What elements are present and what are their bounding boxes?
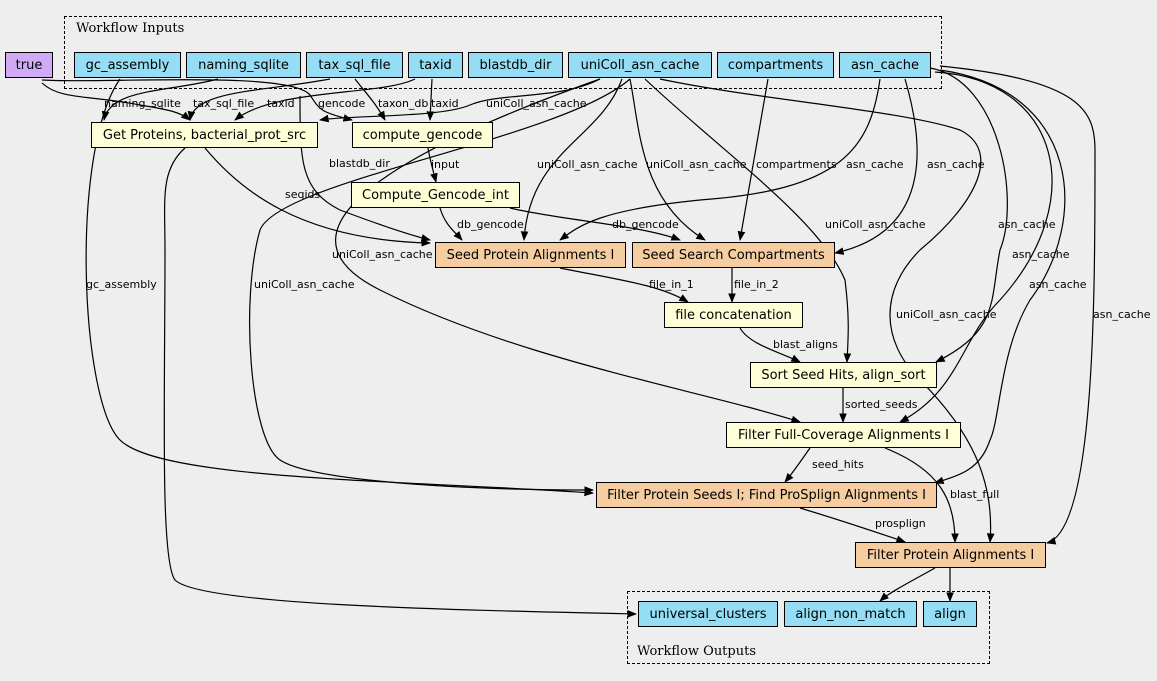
edge-gencode [41, 79, 353, 122]
edge-label-blast-aligns: blast_aligns [773, 338, 838, 351]
edge-blast-aligns [739, 327, 801, 363]
edge-asn-cache-seed-protein [559, 78, 881, 241]
node-file-concatenation[interactable]: file concatenation [664, 302, 803, 328]
edge-unicoll-filter-seeds [249, 78, 631, 494]
edge-label-unicoll-7: uniColl_asn_cache [896, 308, 997, 321]
edge-label-unicoll-2: uniColl_asn_cache [537, 158, 638, 171]
edge-to-align-non-match [879, 567, 936, 602]
edge-label-taxid-2: taxid [431, 97, 459, 110]
node-align[interactable]: align [923, 601, 977, 627]
node-unicoll-asn-cache[interactable]: uniColl_asn_cache [568, 52, 712, 78]
node-seed-search-compartments[interactable]: Seed Search Compartments [632, 242, 835, 268]
edge-unicoll-seed-search [629, 78, 706, 241]
edge-label-sorted-seeds: sorted_seeds [845, 398, 918, 411]
edge-label-asn-cache-4: asn_cache [1012, 248, 1070, 261]
edge-label-taxid-1: taxid [267, 97, 295, 110]
edge-label-db-gencode-2: db_gencode [612, 218, 679, 231]
edge-label-unicoll-3: uniColl_asn_cache [646, 158, 747, 171]
edge-taxid-get-proteins [234, 78, 416, 121]
edge-unicoll-filter-align [659, 78, 995, 543]
node-seed-protein-alignments[interactable]: Seed Protein Alignments I [435, 242, 626, 268]
edge-label-unicoll-6: uniColl_asn_cache [254, 278, 355, 291]
node-filter-full-coverage[interactable]: Filter Full-Coverage Alignments I [726, 422, 961, 448]
edge-label-naming-sqlite: naming_sqlite [104, 97, 181, 110]
node-align-non-match[interactable]: align_non_match [784, 601, 917, 627]
edge-label-asn-cache-1: asn_cache [846, 158, 904, 171]
edge-label-seqids: seqids [285, 188, 321, 201]
edge-label-asn-cache-6: asn_cache [1093, 308, 1151, 321]
edge-asn-cache-filter-align [939, 65, 1096, 545]
node-filter-protein-alignments[interactable]: Filter Protein Alignments I [855, 542, 1046, 568]
edge-naming-sqlite [101, 78, 219, 121]
node-compartments[interactable]: compartments [717, 52, 834, 78]
edge-asn-cache-sort [929, 67, 1008, 363]
edge-label-input: input [431, 158, 460, 171]
node-tax-sql-file[interactable]: tax_sql_file [306, 52, 403, 78]
edge-label-prosplign: prosplign [875, 517, 926, 530]
edge-label-gencode: gencode [318, 97, 366, 110]
edge-label-unicoll-5: uniColl_asn_cache [332, 248, 433, 261]
edge-db-gencode-2 [509, 207, 681, 241]
node-get-proteins[interactable]: Get Proteins, bacterial_prot_src [91, 122, 318, 148]
edge-db-gencode-1 [439, 207, 463, 241]
workflow-outputs-label: Workflow Outputs [637, 644, 756, 659]
edge-label-tax-sql-file: tax_sql_file [193, 97, 255, 110]
edge-seed-hits [784, 447, 811, 483]
edge-to-universal-clusters [163, 147, 637, 618]
node-filter-protein-seeds[interactable]: Filter Protein Seeds I; Find ProSplign A… [596, 482, 937, 508]
node-gc-assembly[interactable]: gc_assembly [74, 52, 181, 78]
edge-tax-sql-file [187, 78, 331, 121]
edge-label-unicoll-1: uniColl_asn_cache [486, 97, 587, 110]
edge-label-seed-hits: seed_hits [812, 458, 864, 471]
node-universal-clusters[interactable]: universal_clusters [638, 601, 778, 627]
edge-label-file-in-2: file_in_2 [734, 278, 779, 291]
edge-label-asn-cache-5: asn_cache [1029, 278, 1087, 291]
edge-true-to-get-proteins [41, 82, 191, 121]
edge-unicoll-seed-protein [520, 78, 623, 241]
edge-label-blastdb-dir: blastdb_dir [329, 157, 390, 170]
edge-file-in-1 [559, 267, 689, 303]
edge-label-db-gencode-1: db_gencode [457, 218, 524, 231]
edge-asn-cache-filter-seeds [934, 69, 1066, 485]
edge-prosplign [799, 507, 906, 543]
node-taxid[interactable]: taxid [408, 52, 463, 78]
edge-asn-cache-filter-full [899, 71, 1053, 423]
edge-label-unicoll-4: uniColl_asn_cache [825, 218, 926, 231]
edge-label-blast-full: blast_full [950, 488, 1000, 501]
workflow-inputs-label: Workflow Inputs [76, 21, 185, 36]
edge-asn-cache-seed-search [834, 78, 918, 255]
node-asn-cache[interactable]: asn_cache [839, 52, 931, 78]
edge-label-gc-assembly: gc_assembly [86, 278, 157, 291]
node-compute-gencode[interactable]: compute_gencode [352, 122, 493, 148]
workflow-outputs-cluster [627, 591, 990, 664]
edge-gc-assembly [85, 78, 594, 497]
edge-label-compartments: compartments [756, 158, 837, 171]
edge-label-asn-cache-2: asn_cache [927, 158, 985, 171]
node-compute-gencode-int[interactable]: Compute_Gencode_int [351, 182, 520, 208]
node-true[interactable]: true [5, 52, 53, 78]
edge-label-file-in-1: file_in_1 [649, 278, 694, 291]
workflow-inputs-cluster [64, 16, 942, 89]
node-naming-sqlite[interactable]: naming_sqlite [186, 52, 301, 78]
edge-label-asn-cache-3: asn_cache [998, 218, 1056, 231]
node-blastdb-dir[interactable]: blastdb_dir [468, 52, 563, 78]
edge-label-taxon-db: taxon_db [378, 97, 429, 110]
node-sort-seed-hits[interactable]: Sort Seed Hits, align_sort [750, 362, 937, 388]
edge-blast-full [884, 447, 959, 543]
edge-compartments [737, 78, 769, 241]
edge-unicoll-get-proteins [319, 78, 601, 123]
